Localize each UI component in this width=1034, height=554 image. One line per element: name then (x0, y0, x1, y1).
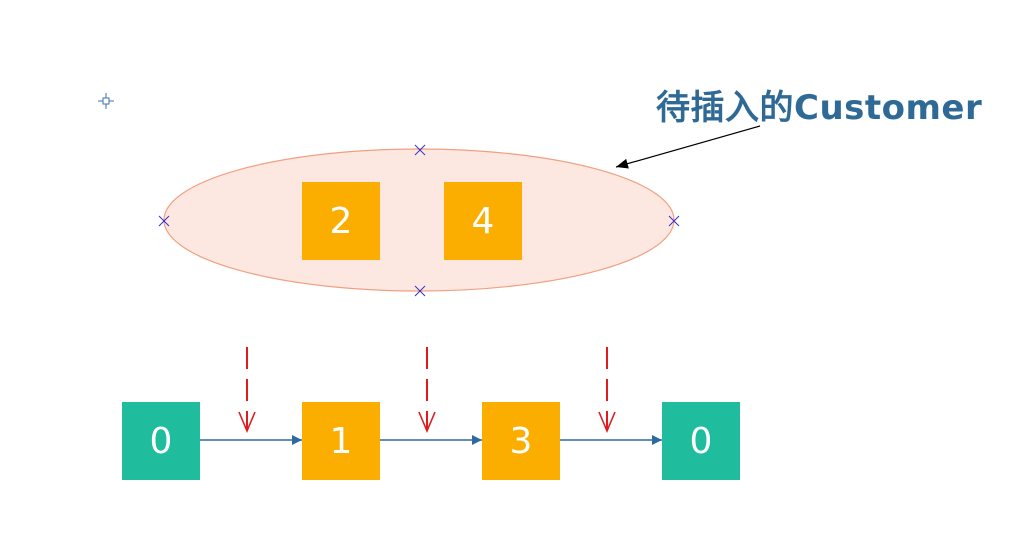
crosshair-icon (98, 93, 114, 109)
selection-handles (158, 144, 680, 297)
pending-customer-value: 4 (471, 200, 495, 242)
queue-node-value: 0 (149, 420, 173, 462)
handle-bottom-icon (414, 285, 426, 297)
pending-customer-box: 2 (302, 182, 380, 260)
handle-left-icon (158, 215, 170, 227)
pending-customer-box: 4 (444, 182, 522, 260)
queue-sentinel-node: 0 (122, 402, 200, 480)
queue-customer-node: 3 (482, 402, 560, 480)
annotation-label: 待插入的Customer (656, 88, 983, 128)
insert-arrow (238, 347, 256, 434)
handle-top-icon (414, 144, 426, 156)
queue-node-value: 1 (329, 420, 353, 462)
annotation-arrow (615, 125, 761, 169)
queue-sentinel-node: 0 (662, 402, 740, 480)
pending-group-ellipse (163, 148, 675, 292)
pending-customer-value: 2 (329, 200, 353, 242)
queue-node-value: 0 (689, 420, 713, 462)
handle-right-icon (668, 215, 680, 227)
queue-node-value: 3 (509, 420, 533, 462)
insert-arrow (598, 347, 616, 434)
queue-customer-node: 1 (302, 402, 380, 480)
insert-arrow (418, 347, 436, 434)
